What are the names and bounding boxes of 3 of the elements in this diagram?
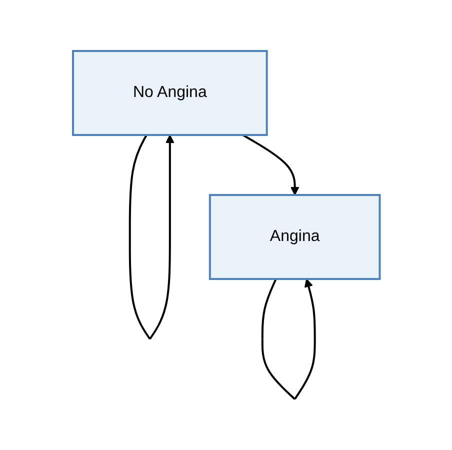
node-box: Angina (208, 194, 380, 280)
node-box: No Angina (72, 50, 268, 136)
arrow (242, 134, 299, 196)
